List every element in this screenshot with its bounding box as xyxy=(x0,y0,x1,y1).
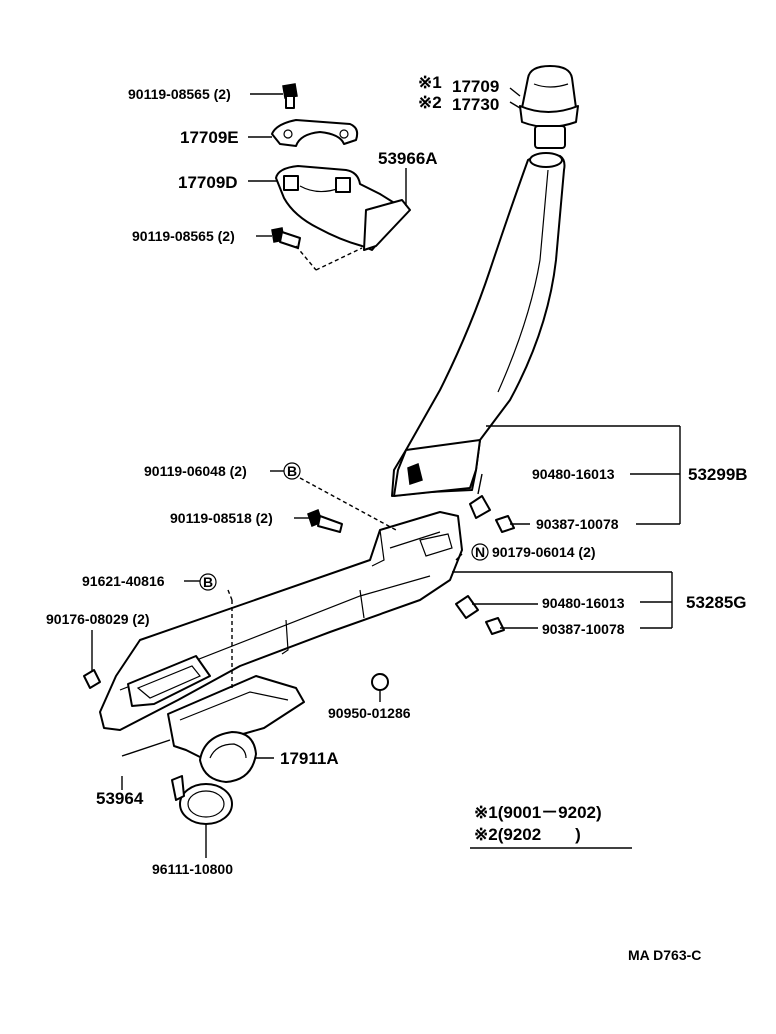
svg-text:B: B xyxy=(287,463,297,479)
plug-a-icon xyxy=(495,515,515,533)
part-90176-08029: 90176-08029 (2) xyxy=(46,611,150,627)
part-17730: 17730 xyxy=(452,95,499,114)
note-2: ※2(9202 ) xyxy=(474,825,581,844)
part-91621-40816: 91621-40816 xyxy=(82,573,165,589)
part-17709d: 17709D xyxy=(178,173,238,192)
hose-connector xyxy=(167,675,305,783)
part-53285g: 53285G xyxy=(686,593,747,612)
bracket-17709e xyxy=(271,119,359,147)
note-mark-2: ※2 xyxy=(418,93,442,112)
marker-n-icon: N xyxy=(471,543,489,561)
part-grommet-2: 90387-10078 xyxy=(536,516,619,532)
snorkel-cap xyxy=(519,65,579,149)
part-53964: 53964 xyxy=(96,789,144,808)
part-96111-10800: 96111-10800 xyxy=(152,861,233,877)
part-90119-08518: 90119-08518 (2) xyxy=(170,510,273,526)
marker-b-icon: B xyxy=(283,462,301,480)
part-90950-01286: 90950-01286 xyxy=(328,705,411,721)
note-1: ※1(9001－9202) xyxy=(474,803,602,822)
part-90119-06048: 90119-06048 (2) xyxy=(144,463,247,479)
part-17709: 17709 xyxy=(452,77,499,96)
marker-b2-icon: B xyxy=(199,573,217,591)
svg-text:B: B xyxy=(203,574,213,590)
part-grommet-4: 90387-10078 xyxy=(542,621,625,637)
part-17911a: 17911A xyxy=(280,749,339,768)
part-17709e: 17709E xyxy=(180,128,239,147)
clip-176-icon xyxy=(83,669,101,689)
plug-b-icon xyxy=(485,617,505,635)
svg-text:N: N xyxy=(475,544,485,560)
note-mark-1: ※1 xyxy=(418,73,442,92)
part-bolt-mid: 90119-08565 (2) xyxy=(132,228,235,244)
part-bolt-top: 90119-08565 (2) xyxy=(128,86,231,102)
bolt-mid-icon xyxy=(271,227,301,249)
leader-lines xyxy=(91,87,681,858)
bracket-17709d xyxy=(275,165,411,251)
part-grommet-3: 90480-16013 xyxy=(542,595,625,611)
plug-286-icon xyxy=(371,673,389,691)
grommet-a-icon xyxy=(469,495,491,519)
snorkel-pipe xyxy=(391,152,566,497)
part-53966a: 53966A xyxy=(378,149,438,168)
hose-clamp xyxy=(171,775,233,825)
bolt-518-icon xyxy=(307,509,343,533)
diagram-code: MA D763-C xyxy=(628,947,701,963)
part-90179-06014: 90179-06014 (2) xyxy=(492,544,596,560)
air-duct xyxy=(99,511,463,731)
bolt-top-icon xyxy=(282,83,298,109)
part-grommet-1: 90480-16013 xyxy=(532,466,615,482)
part-53299b: 53299B xyxy=(688,465,748,484)
grommet-b-icon xyxy=(455,595,479,619)
